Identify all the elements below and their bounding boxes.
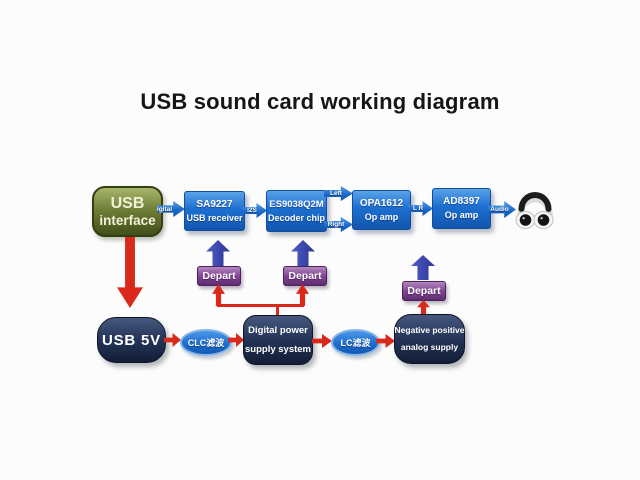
node-ad8397: AD8397 Op amp xyxy=(432,188,491,229)
node-es9038q2m: ES9038Q2M Decoder chip xyxy=(266,190,327,232)
node-lc-filter: LC滤波 xyxy=(331,329,380,356)
node-ad8397-line1: AD8397 xyxy=(443,196,480,207)
node-depart3: Depart xyxy=(402,281,446,301)
arrow-power-to-depart2-icon xyxy=(296,284,309,306)
node-lc-filter-label: LC滤波 xyxy=(340,338,371,348)
arrow-digital-label: digital xyxy=(152,205,173,213)
arrow-5v-to-clc-icon xyxy=(164,333,181,347)
node-depart2: Depart xyxy=(283,266,327,286)
node-usb-interface-line2: interface xyxy=(99,212,156,228)
node-clc-filter-label: CLC滤波 xyxy=(187,338,225,348)
node-depart3-label: Depart xyxy=(407,285,441,297)
node-es9038q2m-line2: Decoder chip xyxy=(267,212,325,223)
node-usb-interface-line1: USB xyxy=(110,194,145,212)
arrow-digital-to-lc-icon xyxy=(312,334,332,348)
node-analog-supply-line2: analog supply xyxy=(400,342,459,352)
node-usb-interface: USB interface xyxy=(92,186,163,237)
node-opa1612-line2: Op amp xyxy=(364,211,399,222)
arrow-power-to-depart1-icon xyxy=(212,284,225,306)
node-opa1612-line1: OPA1612 xyxy=(359,197,404,209)
arrow-right-channel: Right xyxy=(324,217,353,232)
node-usb-5v: USB 5V xyxy=(97,317,166,363)
arrow-lr: L R xyxy=(408,201,433,216)
arrow-i2s-label: I2S xyxy=(247,207,257,214)
connector-branch-stem xyxy=(276,304,279,317)
page-title: USB sound card working diagram xyxy=(140,89,500,114)
node-depart1-label: Depart xyxy=(202,270,236,282)
arrow-right-channel-label: Right xyxy=(327,221,345,228)
node-analog-supply-line1: Negative positive xyxy=(394,325,465,335)
arrow-up-depart2-icon xyxy=(291,240,315,266)
arrow-usb-to-5v-icon xyxy=(117,237,143,308)
node-sa9227-line2: USB receiver xyxy=(186,212,243,223)
node-es9038q2m-line1: ES9038Q2M xyxy=(269,198,324,210)
node-digital-power-line2: supply system xyxy=(245,344,311,355)
node-sa9227: SA9227 USB receiver xyxy=(184,191,245,231)
arrow-left-channel: Left xyxy=(324,186,353,201)
arrow-up-depart1-icon xyxy=(206,240,230,266)
node-sa9227-line1: SA9227 xyxy=(196,198,233,210)
node-ad8397-line2: Op amp xyxy=(444,210,479,220)
arrow-lr-label: L R xyxy=(412,205,424,212)
node-digital-power: Digital power supply system xyxy=(243,315,313,365)
arrow-left-channel-label: Left xyxy=(330,190,342,197)
arrow-i2s: I2S xyxy=(242,203,267,218)
headphones-icon xyxy=(515,192,554,230)
arrow-audio-label: Audio xyxy=(490,206,509,213)
node-analog-supply: Negative positive analog supply xyxy=(394,314,465,364)
node-depart2-label: Depart xyxy=(288,270,322,282)
node-depart1: Depart xyxy=(197,266,241,286)
connector-branch-horizontal xyxy=(217,304,304,307)
arrow-up-depart3-icon xyxy=(411,255,435,280)
node-usb-5v-label: USB 5V xyxy=(102,331,161,349)
node-digital-power-line1: Digital power xyxy=(248,325,308,336)
node-clc-filter: CLC滤波 xyxy=(180,329,232,356)
node-opa1612: OPA1612 Op amp xyxy=(352,190,411,230)
